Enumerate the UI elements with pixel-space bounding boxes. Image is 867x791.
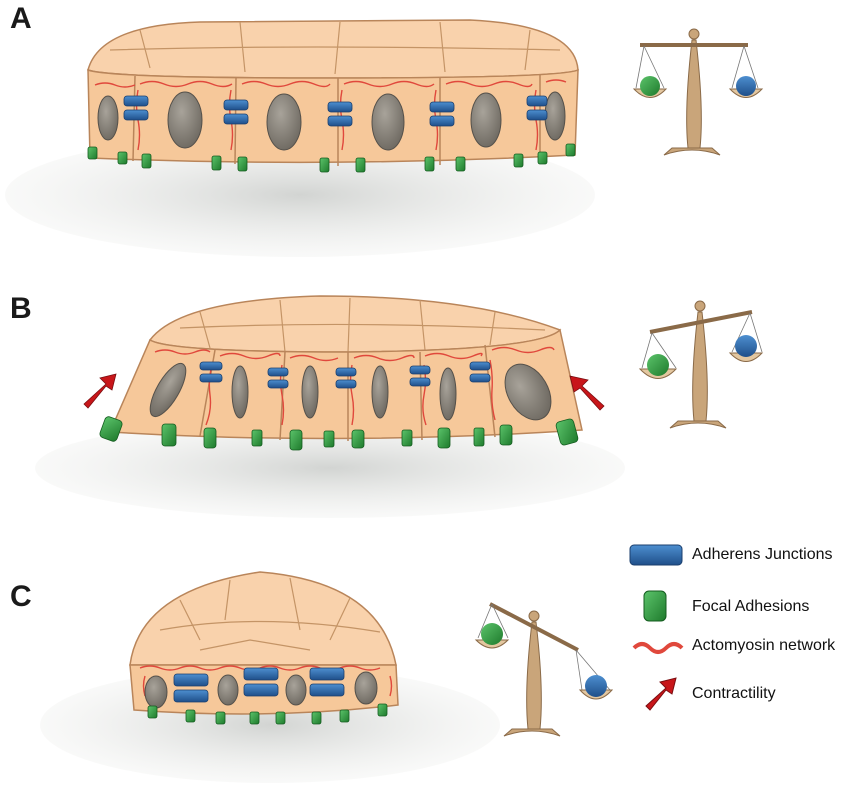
panel-a: [5, 20, 595, 257]
panel-label-a: A: [10, 2, 32, 36]
panel-b: [35, 296, 625, 518]
legend: [630, 545, 682, 710]
legend-label-actomyosin: Actomyosin network: [692, 637, 835, 655]
legend-label-focal: Focal Adhesions: [692, 598, 809, 616]
legend-label-adherens: Adherens Junctions: [692, 546, 833, 564]
balance-scale-a: [634, 29, 762, 155]
panel-label-b: B: [10, 292, 32, 326]
cell-dome-c: [130, 572, 396, 665]
panel-c: [40, 572, 500, 783]
arrow-left-b: [84, 374, 116, 408]
focal-adhesion-icon: [644, 591, 666, 621]
weight-focal-b: [647, 354, 669, 376]
legend-label-contractility: Contractility: [692, 685, 776, 703]
contractility-arrow-icon: [646, 678, 676, 710]
weight-focal-c: [481, 623, 503, 645]
weight-adherens-a: [736, 76, 756, 96]
weight-adherens-c: [585, 675, 607, 697]
adherens-junction-icon: [630, 545, 682, 565]
panel-label-c: C: [10, 580, 32, 614]
balance-scale-b: [640, 301, 762, 428]
actomyosin-network-icon: [634, 644, 682, 652]
weight-focal-a: [640, 76, 660, 96]
weight-adherens-b: [735, 335, 757, 357]
